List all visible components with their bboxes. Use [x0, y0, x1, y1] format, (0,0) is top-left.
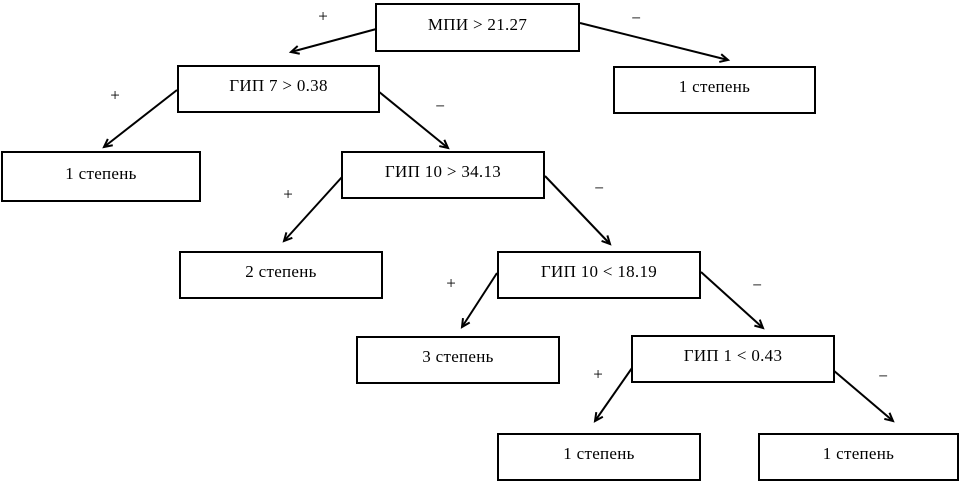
node-outcome-deg3: 3 степень	[356, 336, 560, 384]
edge-sign-minus: −	[594, 178, 604, 198]
edge-sign-plus: +	[283, 184, 293, 204]
node-outcome-deg1-left: 1 степень	[1, 151, 201, 202]
node-outcome-deg1-bl: 1 степень	[497, 433, 701, 481]
edge-sign-plus: +	[318, 6, 328, 26]
edge-sign-minus: −	[752, 275, 762, 295]
edge-sign-minus: −	[435, 96, 445, 116]
node-gip10-gt: ГИП 10 > 34.13	[341, 151, 545, 199]
node-root-mpi: МПИ > 21.27	[375, 3, 580, 52]
edge-gip10lt-deg3	[460, 272, 498, 329]
edge-sign-plus: +	[110, 85, 120, 105]
edge-root-deg1top	[579, 22, 731, 63]
edge-sign-minus: −	[878, 366, 888, 386]
edge-root-gip7	[288, 27, 381, 55]
node-gip1: ГИП 1 < 0.43	[631, 335, 835, 383]
node-gip7: ГИП 7 > 0.38	[177, 65, 380, 113]
edge-sign-minus: −	[631, 8, 641, 28]
node-outcome-deg1-br: 1 степень	[758, 433, 959, 481]
node-outcome-deg1-top: 1 степень	[613, 66, 816, 114]
edge-sign-plus: +	[593, 364, 603, 384]
edge-sign-plus: +	[446, 273, 456, 293]
node-gip10-lt: ГИП 10 < 18.19	[497, 251, 701, 299]
node-outcome-deg2: 2 степень	[179, 251, 383, 299]
